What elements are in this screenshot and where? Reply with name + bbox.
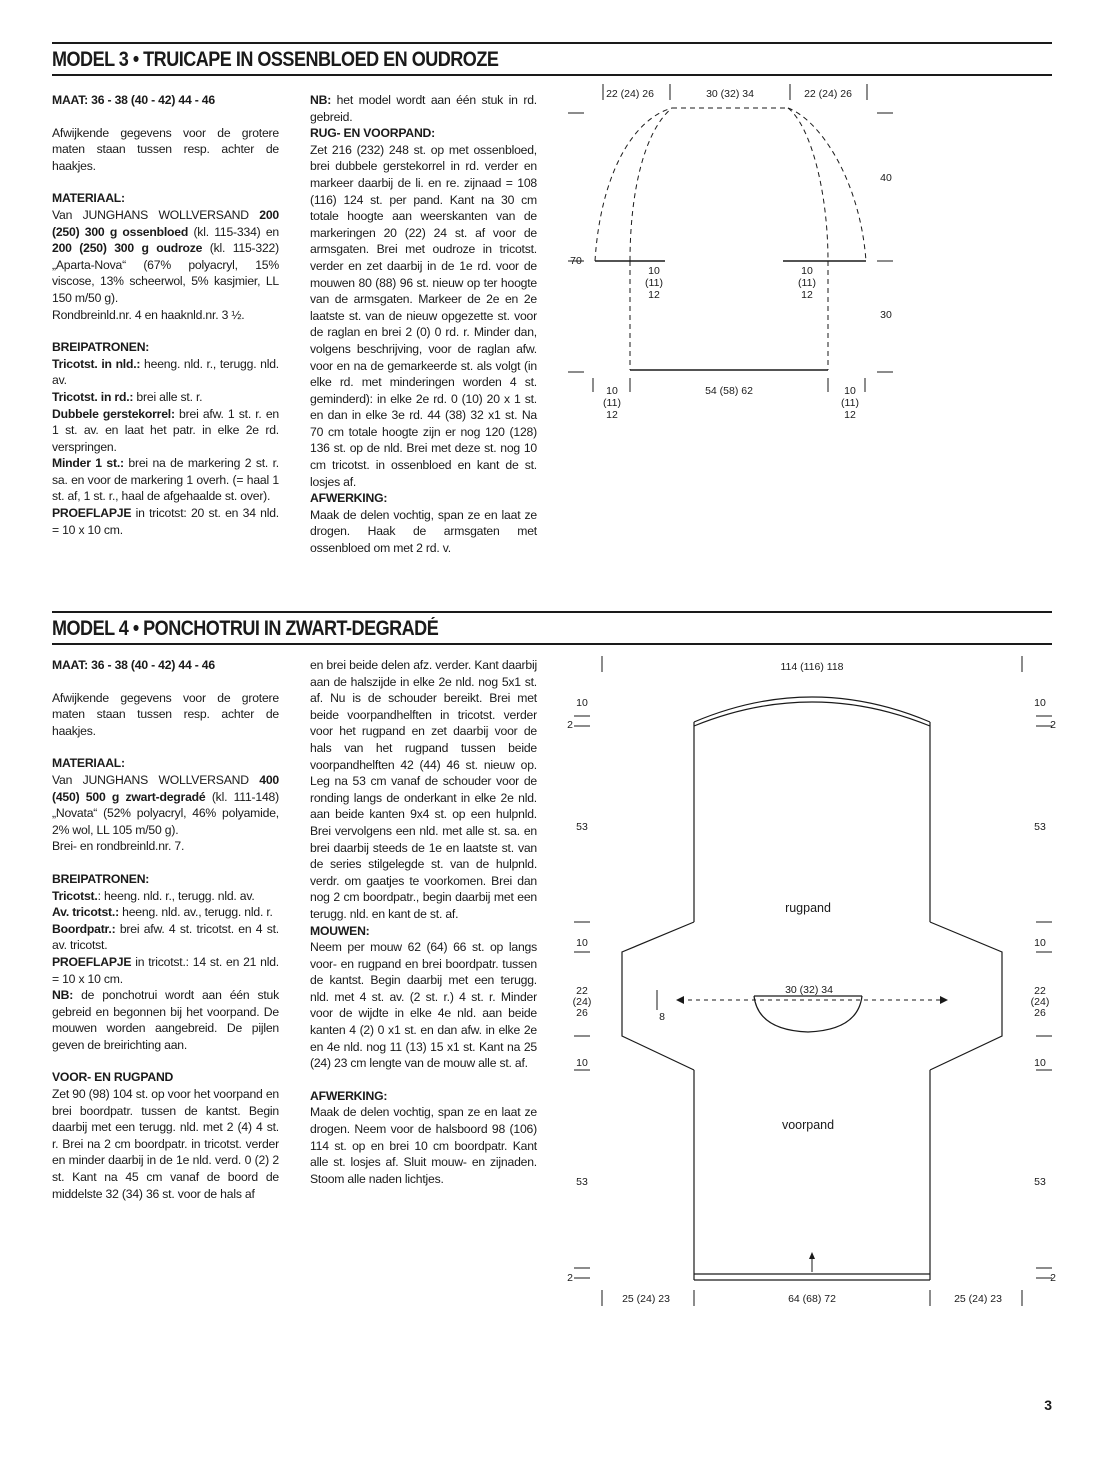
model4-size: MAAT: 36 - 38 (40 - 42) 44 - 46 [52,658,215,672]
m3-dim-right-40: 40 [880,172,892,184]
m3-dim-under-left-2: (11) [645,277,663,289]
m4-dim-right-53-bot: 53 [1034,1176,1046,1188]
model4-top-rule [52,611,1052,613]
model3-gauge: PROEFLAPJE in tricotst: 20 st. en 34 nld… [52,506,279,537]
m3-dim-bottom-left-1: 10 [606,385,618,397]
model4-pattern-1: Tricotst.: heeng. nld. r., terugg. nld. … [52,888,255,903]
m4-dim-left-53-top: 53 [576,821,588,833]
model3-intro: Afwijkende gegevens voor de grotere mate… [52,125,279,173]
model4-pattern-3: Boordpatr.: brei afw. 4 st. tricotst. en… [52,921,279,953]
model3-patterns-heading: BREIPATRONEN: [52,340,150,355]
m4-dim-right-10-top: 10 [1034,697,1046,709]
model4-material-heading: MATERIAAL: [52,756,125,771]
page-number: 3 [1044,1397,1052,1413]
m4-dim-right-53-top: 53 [1034,821,1046,833]
m3-dim-bottom-right-3: 12 [844,409,856,421]
m4-label-front: voorpand [782,1118,834,1132]
m4-dim-right-sleeve-3: 26 [1034,1007,1046,1019]
m4-dim-left-10-top: 10 [576,697,588,709]
model4-pattern-2: Av. tricotst.: heeng. nld. av., terugg. … [52,905,273,920]
m4-dim-right-sleeve-2: (24) [1031,996,1050,1008]
m3-dim-right-30: 30 [880,309,892,321]
model3-title: MODEL 3 • TRUICAPE IN OSSENBLOED EN OUDR… [52,48,499,71]
model3-finishing-text: Maak de delen vochtig, span ze en laat z… [310,507,537,556]
model3-pattern-4: Minder 1 st.: brei na de markering 2 st.… [52,456,279,504]
m3-dim-bottom-left-2: (11) [603,397,621,409]
model3-title-rule [52,74,1052,76]
m3-dim-left-70: 70 [570,255,582,267]
model3-material-heading: MATERIAAL: [52,191,125,206]
model4-patterns-heading: BREIPATRONEN: [52,871,150,886]
m4-dim-right-sleeve-1: 22 [1034,985,1046,997]
m4-dim-bottom-right: 25 (24) 23 [954,1293,1002,1305]
m3-dim-under-right-2: (11) [798,277,816,289]
m4-dim-right-10-mid1: 10 [1034,937,1046,949]
m4-label-back: rugpand [785,901,831,915]
model3-finishing-heading: AFWERKING: [310,491,388,506]
m3-dim-under-left-1: 10 [648,265,660,277]
m3-dim-under-right-3: 12 [801,289,813,301]
model4-material: Van JUNGHANS WOLLVERSAND 400 (450) 500 g… [52,772,279,837]
m4-dim-left-2-top: 2 [567,719,573,731]
model3-note: NB: het model wordt aan één stuk in rd. … [310,93,537,124]
m4-dim-neck-depth: 8 [659,1011,665,1023]
m3-dim-under-left-3: 12 [648,289,660,301]
model4-body-heading: VOOR- EN RUGPAND [52,1070,174,1085]
model4-gauge: PROEFLAPJE in tricotst.: 14 st. en 21 nl… [52,954,279,986]
m4-dim-left-2-bot: 2 [567,1272,573,1284]
model4-finishing-heading: AFWERKING: [310,1088,388,1103]
model3-material: Van JUNGHANS WOLLVERSAND 200 (250) 300 g… [52,207,279,305]
m4-dim-top-width: 114 (116) 118 [780,661,843,673]
m4-dim-left-10-mid1: 10 [576,937,588,949]
m4-dim-left-sleeve-3: 26 [576,1007,588,1019]
m4-dim-right-10-mid2: 10 [1034,1057,1046,1069]
model4-body-text-cont: en brei beide delen afz. verder. Kant da… [310,658,537,921]
model4-finishing-text: Maak de delen vochtig, span ze en laat z… [310,1105,537,1186]
model4-intro: Afwijkende gegevens voor de grotere mate… [52,690,279,738]
m3-dim-bottom-left-3: 12 [606,409,618,421]
model3-top-rule [52,42,1052,44]
model3-column-2: NB: het model wordt aan één stuk in rd. … [310,92,537,557]
model4-schematic: 114 (116) 118 10 2 53 10 22 (24) 26 10 5… [560,650,1060,1320]
model4-sleeves-text: Neem per mouw 62 (64) 66 st. op langs vo… [310,940,537,1071]
m4-dim-bottom-mid: 64 (68) 72 [788,1293,836,1305]
m3-dim-top-right: 22 (24) 26 [804,88,852,100]
m3-dim-bottom-mid: 54 (58) 62 [705,385,753,397]
m3-dim-under-right-1: 10 [801,265,813,277]
model3-pattern-3: Dubbele gerstekorrel: brei afw. 1 st. r.… [52,406,279,454]
model4-note: NB: de ponchotrui wordt aan één stuk geb… [52,988,279,1052]
model4-sleeves-heading: MOUWEN: [310,923,370,938]
model4-column-1: MAAT: 36 - 38 (40 - 42) 44 - 46 Afwijken… [52,657,279,1202]
model4-needles: Brei- en rondbreinld.nr. 7. [52,839,185,854]
m4-dim-right-2-top: 2 [1050,719,1056,731]
model4-title: MODEL 4 • PONCHOTRUI IN ZWART-DEGRADÉ [52,617,439,640]
model4-body-text: Zet 90 (98) 104 st. op voor het voorpand… [52,1087,279,1201]
m4-dim-neck-width: 30 (32) 34 [785,984,833,996]
model3-column-1: MAAT: 36 - 38 (40 - 42) 44 - 46 Afwijken… [52,92,279,538]
m4-dim-left-sleeve-1: 22 [576,985,588,997]
m4-dim-left-53-bot: 53 [576,1176,588,1188]
m3-dim-bottom-right-2: (11) [841,397,859,409]
m4-dim-left-sleeve-2: (24) [573,996,592,1008]
model4-title-rule [52,643,1052,645]
model3-body-text: Zet 216 (232) 248 st. op met ossenbloed,… [310,142,537,489]
model3-size: MAAT: 36 - 38 (40 - 42) 44 - 46 [52,93,215,107]
model3-schematic: 22 (24) 26 30 (32) 34 22 (24) 26 40 70 3… [560,80,900,430]
m4-dim-left-10-mid2: 10 [576,1057,588,1069]
model3-pattern-2: Tricotst. in rd.: brei alle st. r. [52,389,203,404]
model3-body-heading: RUG- EN VOORPAND: [310,126,436,141]
model3-pattern-1: Tricotst. in nld.: heeng. nld. r., terug… [52,356,279,388]
model3-needles: Rondbreinld.nr. 4 en haaknld.nr. 3 ½. [52,307,245,322]
model4-column-2: en brei beide delen afz. verder. Kant da… [310,657,537,1187]
m4-dim-bottom-left: 25 (24) 23 [622,1293,670,1305]
m3-dim-bottom-right-1: 10 [844,385,856,397]
model3-section: MODEL 3 • TRUICAPE IN OSSENBLOED EN OUDR… [52,42,1052,572]
m3-dim-top-mid: 30 (32) 34 [706,88,754,100]
m3-dim-top-left: 22 (24) 26 [606,88,654,100]
model4-section: MODEL 4 • PONCHOTRUI IN ZWART-DEGRADÉ MA… [52,611,1052,1251]
m4-dim-right-2-bot: 2 [1050,1272,1056,1284]
